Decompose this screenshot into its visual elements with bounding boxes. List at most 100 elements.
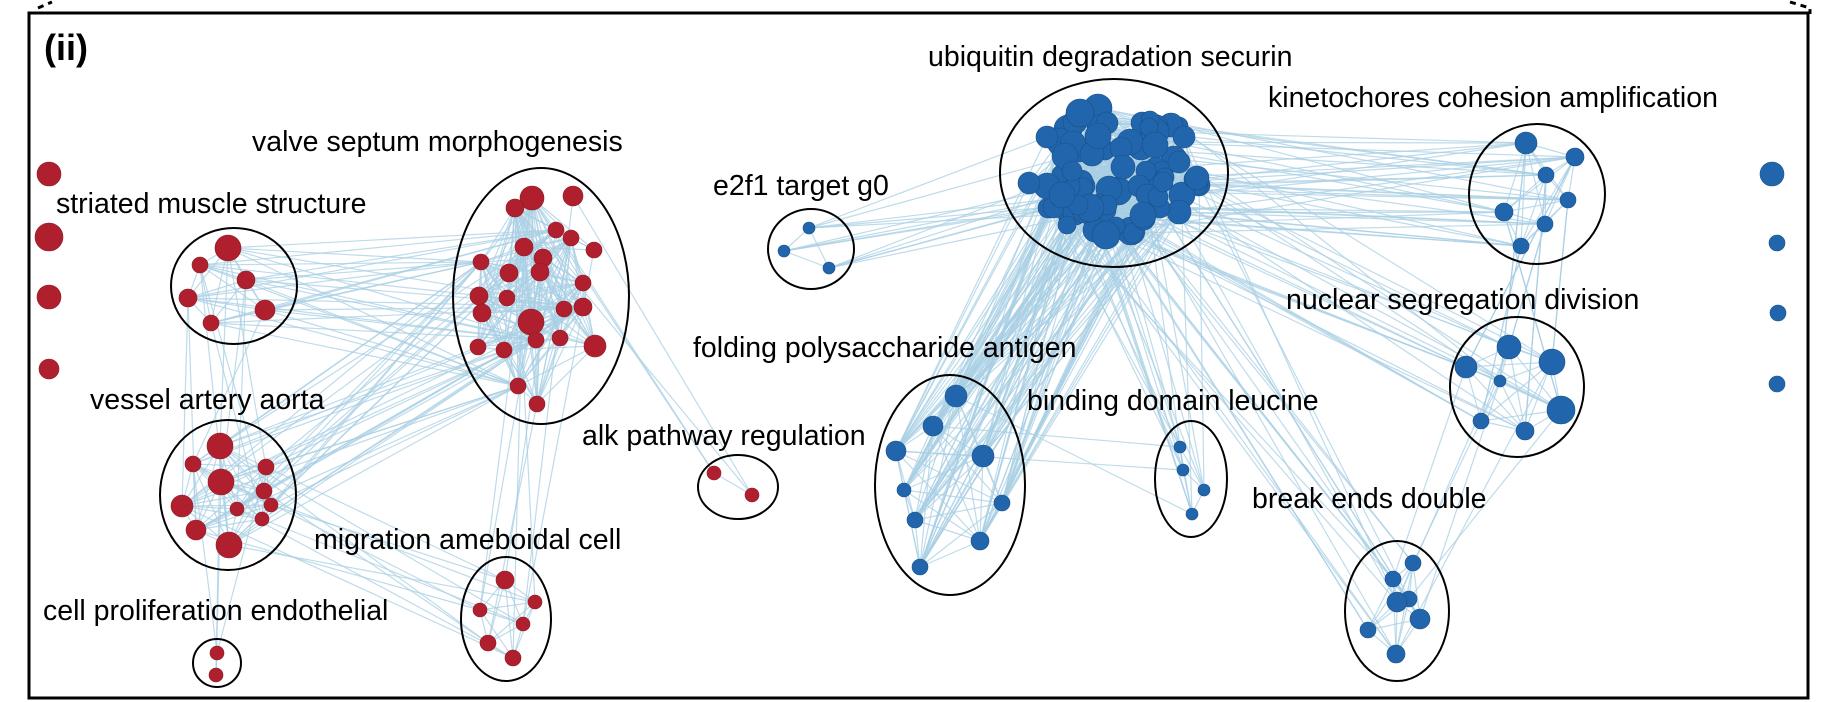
node-valve [562,185,584,207]
edge-valve [477,337,561,348]
label-folding: folding polysaccharide antigen [693,332,1076,364]
edge-nuclear-break [1412,420,1482,564]
node-alk [744,487,760,503]
edge-folding [903,489,1003,504]
ring-folding [874,374,1026,596]
edge-ubiquitin-folding [914,232,1134,521]
node-ubiquitin [1048,181,1076,209]
ring-binding [1154,420,1228,538]
node-folding [944,384,968,408]
node-valve [547,221,565,239]
label-break: break ends double [1252,483,1487,515]
edge-valve-alk [555,229,715,474]
node-striated [191,256,209,274]
edge-striated-valve [245,229,557,281]
node-vessel [229,501,245,517]
edge-kinetochores-nuclear [1508,223,1546,348]
edge-vessel-migration [263,490,489,644]
edge-kinetochores [1503,142,1527,213]
edge-ubiquitin-folding [895,207,1049,452]
edge-nuclear-break [1408,409,1562,600]
edge-vessel [236,466,267,510]
node-ubiquitin [1141,131,1169,159]
edge-ubiquitin-break [1082,187,1394,580]
node-ubiquitin [1035,125,1059,149]
edge-ubiquitin-kinetochores [1196,183,1569,201]
edge-striated-valve [227,247,584,308]
edge-binding [1179,446,1205,491]
edge-striated-valve [227,247,519,387]
edge-ubiquitin-folding [979,194,1183,542]
edge-valve [536,345,596,405]
edge-ubiquitin-folding [914,213,1071,521]
edge-ubiquitin-e2f1 [808,213,1071,229]
edge-folding [914,519,981,542]
ring-nuclear [1449,316,1585,458]
edge-valve [539,271,561,339]
node-folding [906,511,924,529]
edge-valve [536,308,565,405]
ring-valve [452,167,630,425]
edge-ubiquitin-kinetochores [1178,156,1576,213]
label-kinetochores: kinetochores cohesion amplification [1268,82,1718,114]
node-folding [885,440,907,462]
edge-vessel-migration [236,508,514,659]
node-isolated [1768,234,1786,252]
node-vessel [207,468,235,496]
edge-nuclear [1499,380,1526,432]
ring-ubiquitin [999,78,1229,268]
label-vessel: vessel artery aorta [90,384,325,416]
edge-vessel-valve [261,339,537,520]
edge-striated-valve [227,229,557,249]
node-kinetochores [1536,215,1554,233]
node-vessel [185,519,207,541]
edge-vessel-valve [219,261,482,447]
edge-ubiquitin-break [1198,184,1410,600]
edge-striated-vessel [219,247,229,447]
edge-striated-valve [245,279,537,341]
node-break [1359,621,1377,639]
node-migration [515,616,531,632]
edge-kinetochores-nuclear [1551,199,1569,363]
edge-ubiquitin-kinetochores [1161,170,1546,225]
edge-folding-binding [932,425,1181,448]
edge-folding-binding [955,395,1193,515]
node-valve [514,237,534,257]
node-nuclear [1538,348,1566,376]
edge-vessel-valve [219,339,537,447]
edge-nuclear-break [1395,361,1553,655]
edge-folding [895,450,1003,504]
edge-valve-migration [514,207,536,603]
edge-striated [199,264,266,311]
edge-ubiquitin-break [1108,188,1414,564]
node-ubiquitin [1152,171,1174,193]
edge-ubiquitin-nuclear [1198,184,1553,363]
edge-vessel-valve [192,306,584,465]
node-folding [993,494,1011,512]
node-ubiquitin [1129,201,1157,229]
edge-vessel [195,518,263,531]
edge-ubiquitin-kinetochores [1140,146,1505,213]
ring-e2f1 [767,208,855,290]
edge-ubiquitin-folding [979,225,1117,542]
edge-striated-vessel [199,264,265,492]
edge-nuclear [1480,361,1553,422]
edge-folding [932,425,1003,504]
label-striated: striated muscle structure [56,188,366,220]
edge-kinetochores [1503,174,1547,213]
node-isolated [38,358,60,380]
node-isolated [36,284,62,310]
edge-ubiquitin-kinetochores [1164,176,1522,247]
edge-vessel-proliferation [215,481,222,676]
edge-ubiquitin-binding [1104,209,1181,448]
node-striated [254,299,276,321]
edge-ubiquitin-kinetochores [1181,142,1527,196]
node-striated [214,234,242,262]
edge-vessel-valve [220,339,537,483]
edge-ubiquitin-folding [979,185,1067,542]
edge-nuclear [1465,366,1526,432]
edge-ubiquitin-nuclear [1106,204,1482,422]
label-nuclear: nuclear segregation division [1286,284,1639,316]
edge-vessel [228,466,267,546]
